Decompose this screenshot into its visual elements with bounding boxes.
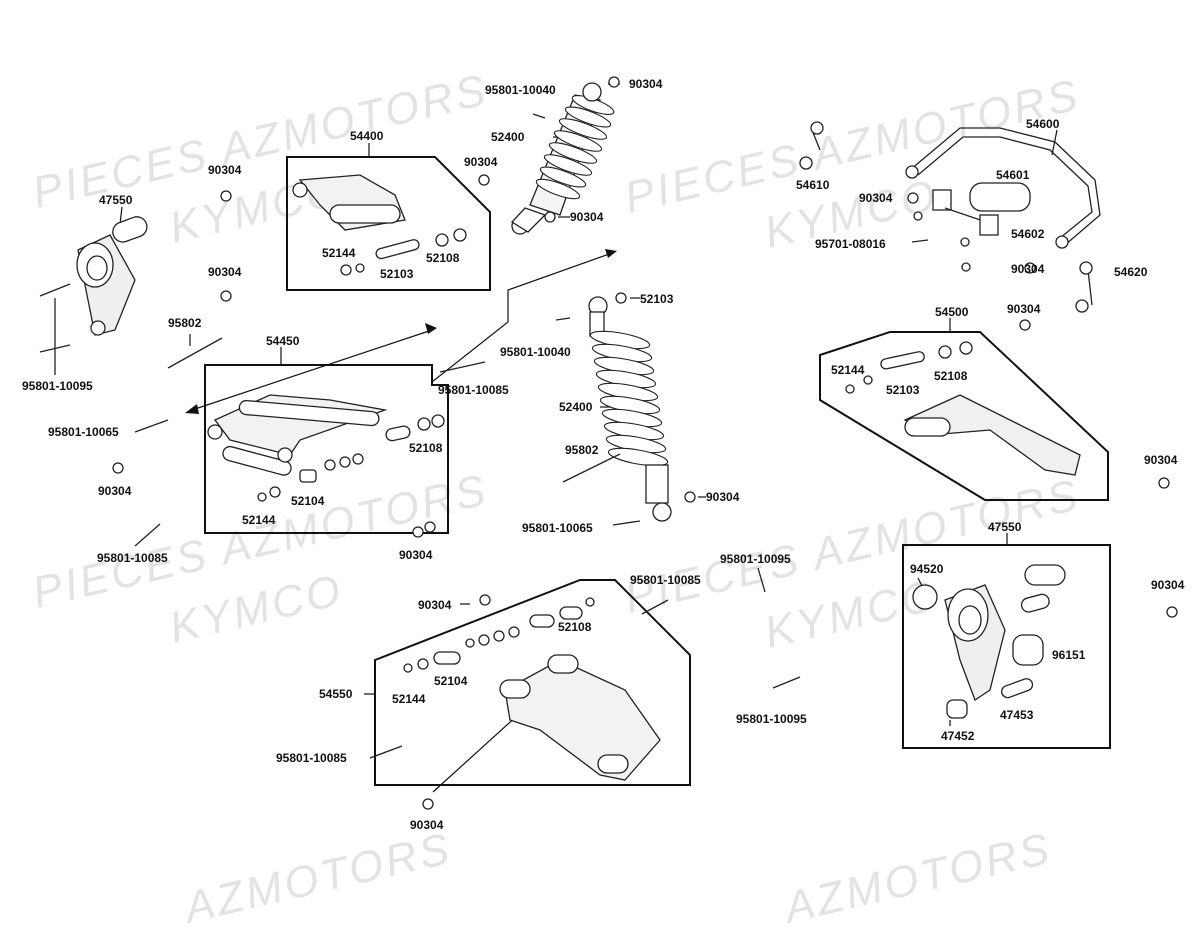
part-label-95801-10085: 95801-10085: [438, 383, 509, 397]
part-label-90304: 90304: [1011, 262, 1045, 276]
part-label-52108: 52108: [934, 369, 968, 383]
part-label-95801-10095: 95801-10095: [22, 379, 93, 393]
part-label-90304: 90304: [1007, 302, 1041, 316]
part-label-47452: 47452: [941, 729, 975, 743]
group-outline-54450: [204, 364, 449, 534]
arrow-head: [185, 404, 199, 414]
part-label-95801-10095: 95801-10095: [720, 552, 791, 566]
arrow-head: [425, 323, 437, 334]
part-label-47550: 47550: [988, 520, 1022, 534]
part-label-52103: 52103: [886, 383, 920, 397]
shock-absorber-bottom: [588, 296, 672, 522]
group-outline-54500: [819, 331, 1109, 501]
part-label-52104: 52104: [291, 494, 325, 508]
arrow-head: [605, 249, 617, 258]
part-label-90304: 90304: [464, 155, 498, 169]
part-label-96151: 96151: [1052, 648, 1086, 662]
part-label-54620: 54620: [1114, 265, 1148, 279]
group-outline-54400: [286, 156, 491, 291]
part-label-52108: 52108: [409, 441, 443, 455]
upper-arm-54400: [292, 174, 467, 276]
part-label-52144: 52144: [392, 692, 426, 706]
bolts: [112, 76, 1178, 810]
part-label-90304: 90304: [706, 490, 740, 504]
parts-diagram: [39, 76, 1178, 810]
part-label-94520: 94520: [910, 562, 944, 576]
part-label-90304: 90304: [570, 210, 604, 224]
part-label-54550: 54550: [319, 687, 353, 701]
knuckle-left-47550: [39, 216, 148, 353]
part-label-54610: 54610: [796, 178, 830, 192]
part-label-90304: 90304: [629, 77, 663, 91]
part-label-52108: 52108: [426, 251, 460, 265]
part-label-54601: 54601: [996, 168, 1030, 182]
part-label-95802: 95802: [565, 443, 599, 457]
part-label-90304: 90304: [208, 163, 242, 177]
part-label-47453: 47453: [1000, 708, 1034, 722]
part-label-90304: 90304: [859, 191, 893, 205]
group-outline-54550: [374, 579, 691, 786]
part-label-54450: 54450: [266, 334, 300, 348]
part-label-52104: 52104: [434, 674, 468, 688]
part-label-54500: 54500: [935, 305, 969, 319]
part-label-95801-10085: 95801-10085: [97, 551, 168, 565]
part-label-95801-10065: 95801-10065: [48, 425, 119, 439]
part-label-90304: 90304: [399, 548, 433, 562]
part-label-52144: 52144: [322, 246, 356, 260]
part-label-90304: 90304: [208, 265, 242, 279]
part-label-52144: 52144: [242, 513, 276, 527]
part-label-52400: 52400: [491, 130, 525, 144]
part-label-52400: 52400: [559, 400, 593, 414]
part-label-54602: 54602: [1011, 227, 1045, 241]
part-label-95801-10095: 95801-10095: [736, 712, 807, 726]
upper-arm-54500: [845, 341, 1081, 476]
part-label-90304: 90304: [1144, 453, 1178, 467]
stabilizer-bar-54600: [799, 121, 1101, 313]
part-label-52103: 52103: [640, 292, 674, 306]
knuckle-right-47550: [912, 564, 1066, 719]
group-outline-47550: [902, 544, 1111, 749]
part-label-90304: 90304: [98, 484, 132, 498]
part-label-95801-10040: 95801-10040: [500, 345, 571, 359]
part-label-52103: 52103: [380, 267, 414, 281]
part-label-95801-10085: 95801-10085: [630, 573, 701, 587]
part-label-95801-10040: 95801-10040: [485, 83, 556, 97]
part-label-90304: 90304: [1151, 578, 1185, 592]
part-label-90304: 90304: [410, 818, 444, 832]
part-label-95701-08016: 95701-08016: [815, 237, 886, 251]
lower-arm-54550: [403, 597, 661, 781]
shock-absorber-top: [510, 82, 615, 235]
part-label-54600: 54600: [1026, 117, 1060, 131]
part-label-54400: 54400: [350, 129, 384, 143]
lower-arm-54450: [134, 337, 486, 502]
part-label-52144: 52144: [831, 363, 865, 377]
part-label-52108: 52108: [558, 620, 592, 634]
part-label-95801-10085: 95801-10085: [276, 751, 347, 765]
part-label-90304: 90304: [418, 598, 452, 612]
part-label-95801-10065: 95801-10065: [522, 521, 593, 535]
part-label-47550: 47550: [99, 193, 133, 207]
part-label-95802: 95802: [168, 316, 202, 330]
